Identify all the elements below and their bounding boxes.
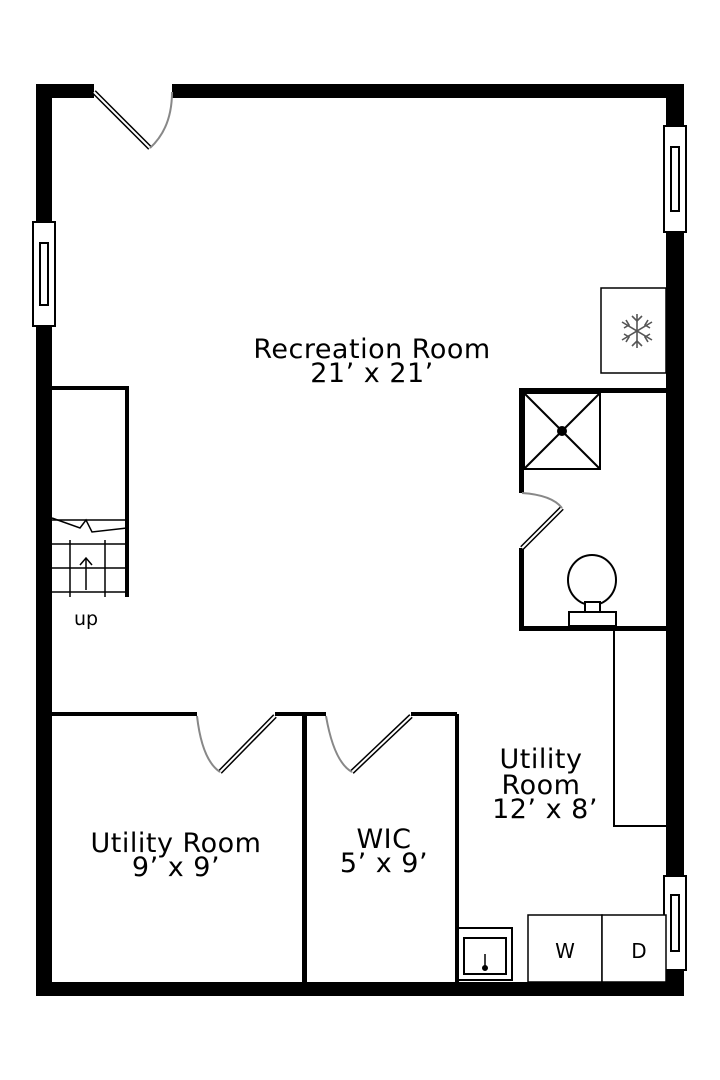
room-name-line1: Utility bbox=[500, 744, 583, 775]
hvac-unit bbox=[600, 287, 667, 374]
bottom-wall bbox=[36, 982, 684, 996]
utility-room-right-label: Utility Room 12’ x 8’ bbox=[492, 744, 598, 825]
room-dimensions: 9’ x 9’ bbox=[132, 852, 220, 883]
room-name-line2: Room bbox=[502, 770, 581, 801]
stairs bbox=[51, 386, 129, 597]
room-dimensions: 12’ x 8’ bbox=[492, 794, 598, 825]
washer: W bbox=[527, 914, 603, 983]
room-name: WIC bbox=[356, 824, 411, 855]
wic-door bbox=[325, 714, 413, 774]
right-wall-top bbox=[666, 84, 684, 126]
dryer: D bbox=[601, 914, 667, 983]
right-wall-mid bbox=[666, 232, 684, 876]
bathroom-door bbox=[520, 492, 564, 550]
snowflake-icon bbox=[621, 314, 653, 348]
right-wall-bottom bbox=[666, 970, 684, 996]
room-name: Recreation Room bbox=[253, 334, 490, 365]
utility-sink-icon bbox=[457, 927, 513, 981]
stair-break-line bbox=[51, 517, 128, 533]
washer-label: W bbox=[555, 939, 575, 963]
window-left bbox=[32, 221, 56, 327]
entry-door bbox=[92, 90, 173, 150]
left-wall-lower bbox=[36, 326, 52, 996]
lower-partition bbox=[52, 712, 457, 982]
bathroom-walls bbox=[519, 388, 666, 631]
room-dimensions: 5’ x 9’ bbox=[340, 848, 428, 879]
recreation-room-label: Recreation Room 21’ x 21’ bbox=[253, 334, 490, 389]
shower-icon bbox=[523, 392, 601, 470]
top-wall-right bbox=[172, 84, 684, 98]
toilet-icon bbox=[567, 554, 617, 627]
dryer-label: D bbox=[631, 939, 646, 963]
window-right-top bbox=[663, 125, 687, 233]
window-right-bottom bbox=[663, 875, 687, 971]
utility-room-left-label: Utility Room 9’ x 9’ bbox=[91, 828, 262, 883]
exterior-walls bbox=[36, 84, 684, 996]
left-wall-upper bbox=[36, 84, 52, 222]
wic-label: WIC 5’ x 9’ bbox=[340, 824, 428, 879]
room-name: Utility Room bbox=[91, 828, 262, 859]
stairs-up-label: up bbox=[74, 608, 98, 630]
room-dimensions: 21’ x 21’ bbox=[310, 358, 434, 389]
utility-room-left-door bbox=[196, 714, 277, 774]
